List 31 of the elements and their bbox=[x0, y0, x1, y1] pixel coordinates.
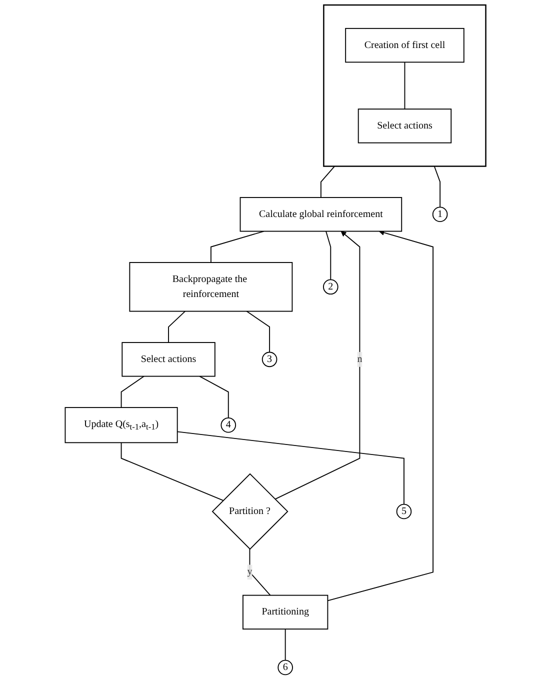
arrow bbox=[274, 231, 360, 500]
node-box: Select actions bbox=[358, 108, 452, 144]
connector bbox=[249, 548, 271, 596]
node-circle: 5 bbox=[396, 504, 412, 520]
connector bbox=[284, 628, 286, 661]
connector bbox=[320, 166, 336, 198]
connector bbox=[246, 310, 270, 353]
connector bbox=[326, 230, 332, 280]
node-box: Calculate global reinforcement bbox=[240, 197, 402, 232]
connector bbox=[120, 442, 224, 501]
connector bbox=[168, 310, 186, 343]
edge-label: n bbox=[357, 354, 362, 364]
node-box: Partitioning bbox=[242, 594, 328, 630]
node-circle: 1 bbox=[432, 206, 448, 222]
edge-label: y bbox=[247, 566, 252, 578]
node-box: Select actions bbox=[122, 342, 216, 377]
connector bbox=[404, 62, 406, 110]
connector bbox=[210, 230, 264, 263]
arrow bbox=[327, 230, 434, 602]
connector bbox=[176, 431, 404, 505]
connector bbox=[120, 376, 144, 408]
node-circle: 4 bbox=[220, 417, 236, 433]
node-circle: 6 bbox=[278, 660, 293, 676]
node-circle: 2 bbox=[322, 279, 338, 295]
connector bbox=[434, 166, 441, 208]
node-circle: 3 bbox=[262, 352, 278, 368]
cluster bbox=[323, 4, 486, 167]
node-box: Backpropagate the reinforcement bbox=[129, 262, 293, 312]
node-box: Creation of first cell bbox=[345, 28, 464, 63]
node-diamond: Partition ? bbox=[212, 473, 288, 550]
node-box: Update Q(s$_{t-1}$,a$_{t-1}$) bbox=[64, 407, 178, 444]
